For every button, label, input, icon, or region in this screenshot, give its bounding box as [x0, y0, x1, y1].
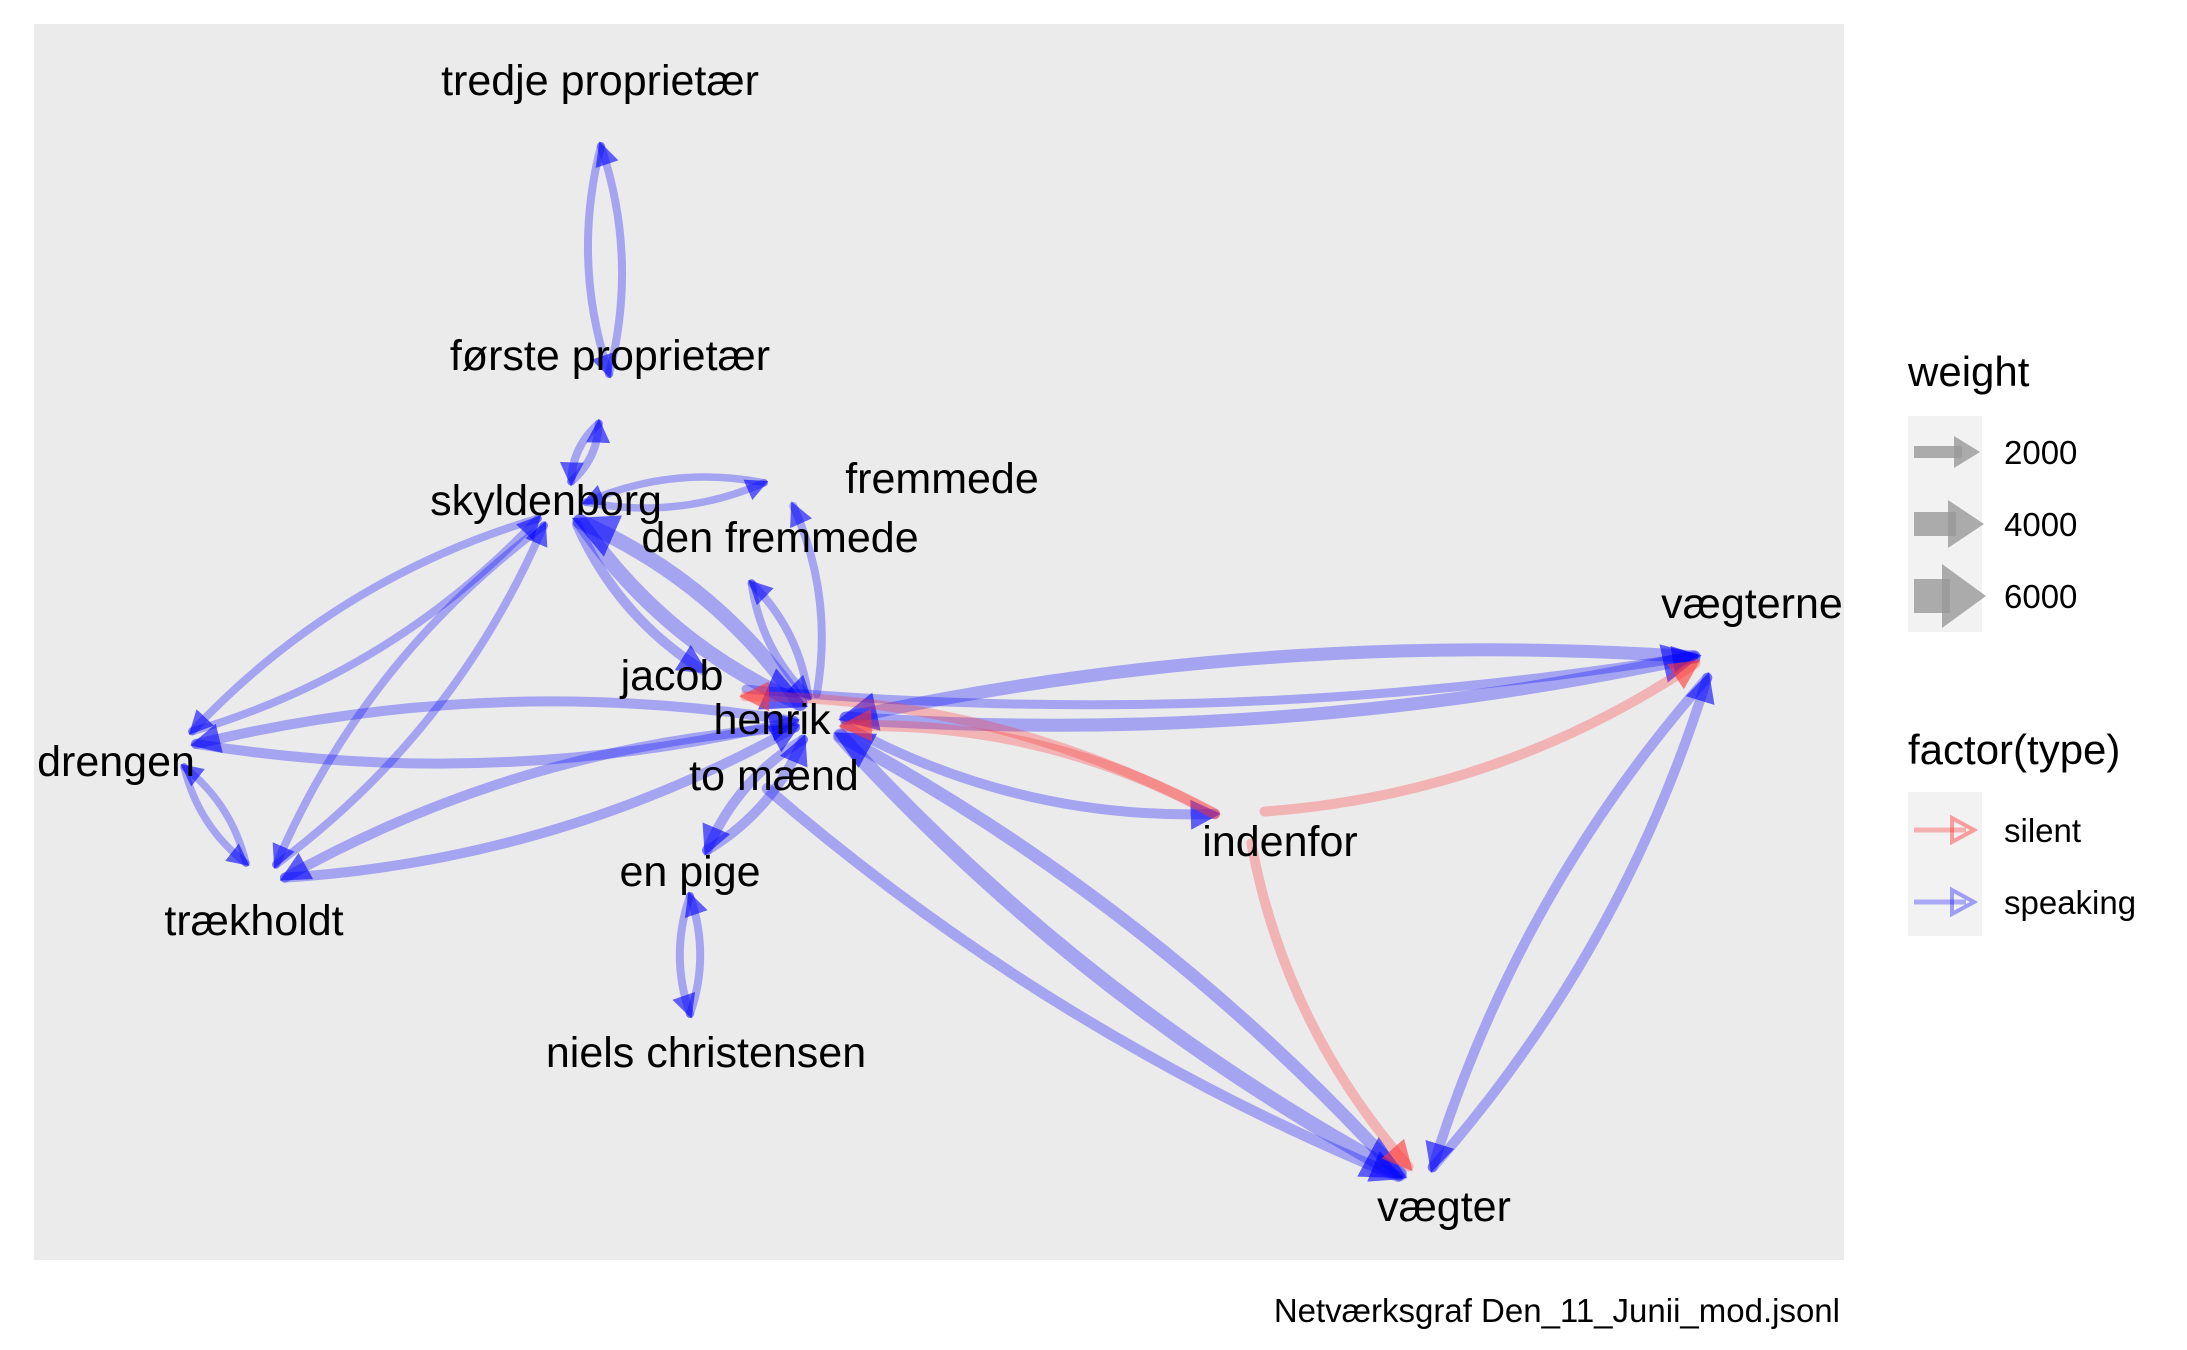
legend-type-key-background: [1908, 792, 1982, 936]
edge-drengen-to-skyldenborg: [188, 514, 542, 736]
legend-weight-label-1: 2000: [2004, 434, 2077, 471]
node-label-jacob: jacob: [619, 652, 724, 700]
edge-skyldenborg-to-drengen: [188, 514, 542, 736]
edge-vaegter-to-henrik: [833, 729, 1407, 1181]
edge-vaegter-to-vaegterne: [1427, 671, 1715, 1173]
legend-weight: weight 2000 4000 6000: [1907, 348, 2077, 632]
edge-vaegterne-to-henrik: [838, 643, 1701, 731]
legend-weight-label-2: 4000: [2004, 506, 2077, 543]
legend-weight-key-1: [1914, 436, 1980, 468]
edge-indenfor-to-vaegter: [1246, 838, 1414, 1172]
edge-tomaend-to-vaegter: [761, 783, 1404, 1182]
edge-traekholdt-to-henrik: [279, 722, 801, 883]
plot-panel: [34, 24, 1844, 1260]
node-label-tomaend: to mænd: [689, 752, 859, 800]
edge-denfremmede-to-henrik: [747, 579, 813, 701]
edge-skyldenborg-to-forste: [567, 418, 611, 486]
edge-enpige-to-henrik: [702, 734, 808, 856]
edge-henrik-to-indenfor: [840, 721, 1221, 830]
edge-jacob-to-vaegterne: [741, 646, 1700, 710]
edge-henrik-to-traekholdt: [279, 722, 801, 883]
edge-henrik-to-skyldenborg: [571, 514, 808, 711]
legend-weight-key-3: [1914, 564, 1986, 628]
node-label-denfremmede: den fremmede: [641, 514, 918, 562]
node-label-vaegter: vægter: [1377, 1183, 1511, 1231]
edge-skyldenborg-to-traekholdt: [272, 521, 548, 870]
edge-indenfor-to-henrik: [838, 708, 1221, 820]
node-label-vaegterne: vægterne: [1661, 580, 1843, 628]
legend-weight-label-3: 6000: [2004, 578, 2077, 615]
edge-traekholdt-to-drengen: [180, 763, 250, 867]
node-label-traekholdt: trækholdt: [164, 897, 343, 945]
edge-indenfor-to-jacob: [739, 681, 1220, 819]
node-label-indenfor: indenfor: [1202, 818, 1357, 866]
node-label-fremmede: fremmede: [845, 455, 1039, 503]
edge-traekholdt-to-skyldenborg: [272, 520, 548, 869]
edge-henrik-to-vaegterne: [839, 644, 1702, 732]
edge-tredje-to-forste: [583, 141, 615, 379]
edge-henrik-to-vaegter: [832, 728, 1408, 1182]
legend-type: factor(type) silent speaking: [1908, 726, 2136, 936]
node-label-niels: niels christensen: [546, 1029, 866, 1077]
edge-henrik-to-drengen: [190, 696, 800, 753]
edge-drengen-to-henrik: [190, 712, 800, 769]
edge-vaegterne-to-vaegter: [1425, 672, 1713, 1174]
edge-henrik-to-fremmede: [789, 501, 826, 699]
edges-layer: [180, 141, 1715, 1182]
edge-forste-to-tredje: [595, 141, 627, 379]
plot-caption: Netværksgraf Den_11_Junii_mod.jsonl: [1274, 1292, 1840, 1329]
edge-skyldenborg-to-fremmede: [582, 479, 769, 512]
legend-weight-key-2: [1914, 500, 1984, 548]
node-label-henrik: henrik: [713, 696, 831, 744]
node-label-tredje: tredje proprietær: [441, 57, 759, 105]
legend-type-key-silent: [1914, 814, 1979, 846]
edge-skyldenborg-to-jacob: [572, 519, 709, 676]
edge-niels-to-enpige: [684, 891, 708, 1018]
node-labels-layer: tredje proprietær første proprietær skylde…: [37, 57, 1843, 1231]
node-label-drengen: drengen: [37, 738, 195, 786]
legend-type-label-speaking: speaking: [2004, 884, 2136, 921]
node-label-enpige: en pige: [619, 848, 760, 896]
legend-type-label-silent: silent: [2004, 812, 2081, 849]
edge-indenfor-to-vaegterne: [1259, 658, 1701, 817]
legend-type-key-speaking: [1914, 886, 1979, 918]
edge-fremmede-to-skyldenborg: [581, 473, 768, 506]
legend-weight-title: weight: [1907, 348, 2030, 395]
legend-type-title: factor(type): [1908, 726, 2120, 773]
node-label-skyldenborg: skyldenborg: [430, 477, 662, 525]
node-label-forste: første proprietær: [450, 332, 770, 380]
